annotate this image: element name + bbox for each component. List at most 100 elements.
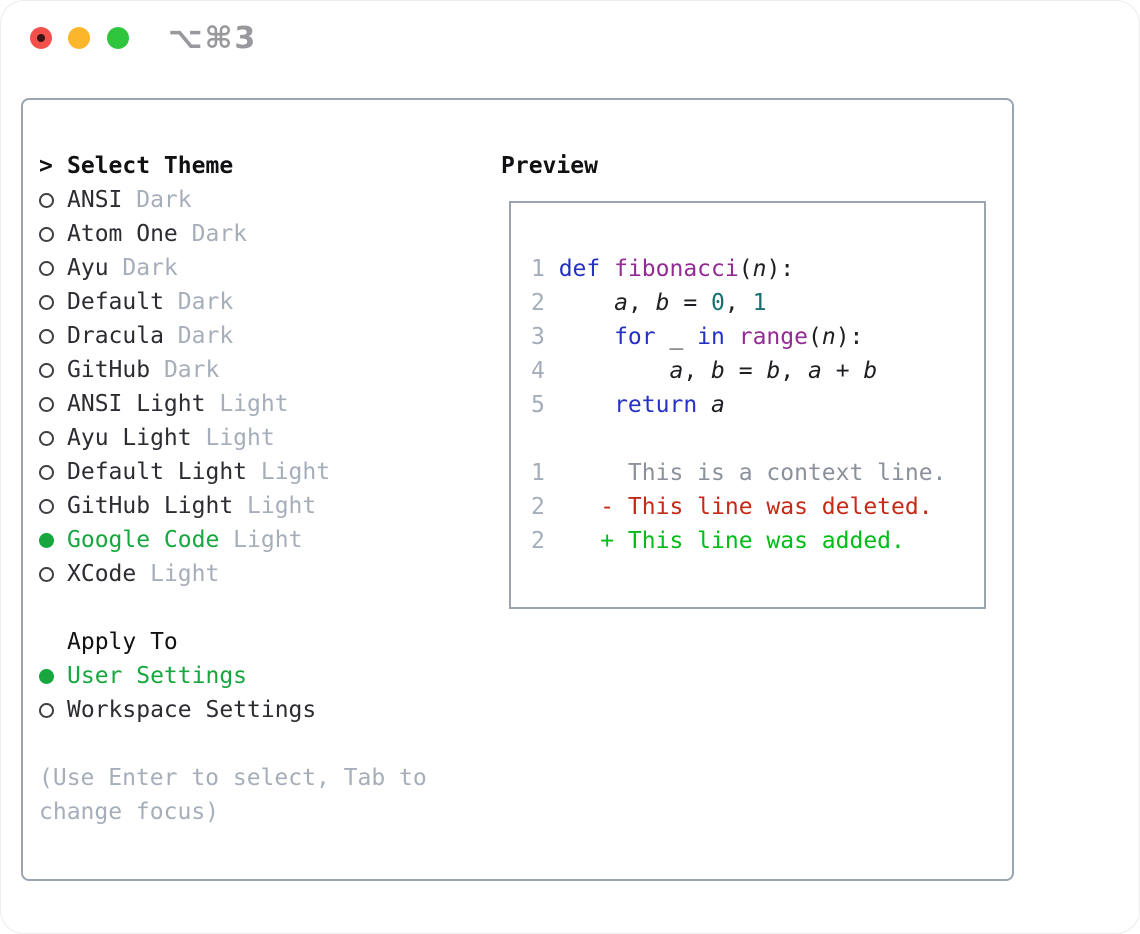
theme-option-dracula[interactable]: Dracula Dark: [39, 319, 493, 353]
theme-variant: Light: [136, 561, 220, 587]
theme-option-google-code[interactable]: Google Code Light: [39, 523, 493, 557]
code-line: [531, 422, 984, 456]
token-keyword: for: [614, 324, 656, 350]
code-line: 2 - This line was deleted.: [531, 490, 984, 524]
radio-unselected-icon: [39, 294, 54, 310]
theme-name: GitHub Light: [67, 493, 234, 519]
token-plain: =: [669, 290, 712, 316]
token-variable: b: [766, 358, 781, 384]
token-plain: ):: [766, 256, 795, 282]
token-plain: ,: [780, 358, 808, 384]
keyboard-hint: (Use Enter to select, Tab to change focu…: [39, 765, 427, 825]
token-plain: ):: [835, 324, 864, 350]
theme-variant: Light: [247, 459, 331, 485]
theme-option-default-light[interactable]: Default Light Light: [39, 455, 493, 489]
theme-variant: Dark: [108, 255, 178, 281]
token-context: This is a context line.: [558, 460, 947, 486]
token-variable: b: [863, 358, 878, 384]
token-plain: +: [821, 358, 864, 384]
token-plain: (: [807, 324, 822, 350]
radio-selected-icon: [39, 532, 54, 548]
select-theme-title: Select Theme: [67, 153, 234, 179]
line-number: 3: [531, 324, 545, 350]
radio-unselected-icon: [39, 328, 54, 344]
token-variable: a: [711, 392, 725, 418]
theme-option-atom-one[interactable]: Atom One Dark: [39, 217, 493, 251]
token-number: 1: [752, 290, 767, 316]
token-variable: b: [711, 358, 725, 384]
token-plain: ,: [627, 290, 656, 316]
theme-name: ANSI: [67, 187, 123, 213]
token-variable: b: [655, 290, 670, 316]
code-line: 5 return a: [531, 388, 984, 422]
radio-unselected-icon: [39, 396, 54, 412]
apply-to-header: Apply To: [39, 625, 493, 659]
theme-name: Google Code: [67, 527, 220, 553]
titlebar: ⌥⌘3: [1, 1, 1139, 75]
radio-unselected-icon: [39, 498, 54, 514]
token-plain: [559, 392, 614, 418]
theme-option-github-light[interactable]: GitHub Light Light: [39, 489, 493, 523]
code-line: 1 This is a context line.: [531, 456, 984, 490]
token-variable: n: [821, 324, 836, 350]
token-keyword: return: [614, 392, 698, 418]
theme-variant: Light: [219, 527, 303, 553]
apply-option-workspace-settings[interactable]: Workspace Settings: [39, 693, 493, 727]
token-added: + This line was added.: [558, 528, 905, 554]
token-plain: [725, 324, 739, 350]
token-variable: n: [752, 256, 767, 282]
token-plain: [697, 392, 711, 418]
window-title: ⌥⌘3: [168, 21, 258, 56]
token-plain: ,: [683, 358, 712, 384]
line-number: 1: [531, 256, 545, 282]
theme-option-github[interactable]: GitHub Dark: [39, 353, 493, 387]
token-plain: =: [724, 358, 767, 384]
token-plain: [559, 358, 670, 384]
token-plain: [559, 290, 614, 316]
code-line: 4 a, b = b, a + b: [531, 354, 984, 388]
theme-variant: Light: [205, 391, 289, 417]
theme-name: GitHub: [67, 357, 151, 383]
token-deleted: - This line was deleted.: [558, 494, 933, 520]
close-button[interactable]: [30, 27, 52, 49]
line-number: 2: [531, 494, 545, 520]
theme-option-xcode[interactable]: XCode Light: [39, 557, 493, 591]
radio-unselected-icon: [39, 566, 54, 582]
theme-option-ansi-light[interactable]: ANSI Light Light: [39, 387, 493, 421]
line-number: 1: [531, 460, 545, 486]
code-line: 2 a, b = 0, 1: [531, 286, 984, 320]
theme-option-ansi[interactable]: ANSI Dark: [39, 183, 493, 217]
maximize-button[interactable]: [107, 27, 129, 49]
line-number: 2: [531, 528, 545, 554]
theme-name: ANSI Light: [67, 391, 206, 417]
radio-unselected-icon: [39, 226, 54, 242]
theme-variant: Dark: [163, 323, 234, 349]
theme-option-default[interactable]: Default Dark: [39, 285, 493, 319]
radio-unselected-icon: [39, 362, 54, 378]
radio-unselected-icon: [39, 702, 54, 718]
theme-option-ayu[interactable]: Ayu Dark: [39, 251, 493, 285]
theme-name: Default Light: [67, 459, 248, 485]
radio-selected-icon: [39, 668, 54, 684]
minimize-button[interactable]: [68, 27, 90, 49]
apply-option-user-settings[interactable]: User Settings: [39, 659, 493, 693]
theme-variant: Light: [191, 425, 275, 451]
token-variable: a: [808, 358, 822, 384]
theme-name: Dracula: [67, 323, 164, 349]
line-number: 4: [531, 358, 545, 384]
select-theme-header: > Select Theme: [39, 149, 493, 183]
theme-variant: Light: [233, 493, 317, 519]
theme-variant: Dark: [177, 221, 248, 247]
line-number: 2: [531, 290, 545, 316]
code-line: 2 + This line was added.: [531, 524, 984, 558]
token-plain: ,: [724, 290, 753, 316]
radio-unselected-icon: [39, 260, 54, 276]
theme-option-ayu-light[interactable]: Ayu Light Light: [39, 421, 493, 455]
